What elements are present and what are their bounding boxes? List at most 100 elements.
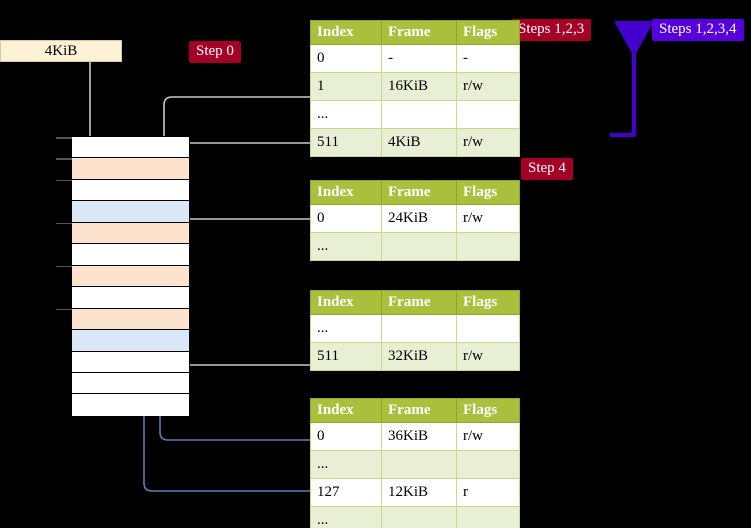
label-steps-1234-text: Steps 1,2,3,4 <box>659 21 737 37</box>
memory-frame-row <box>56 137 189 159</box>
frame-tick-mark <box>56 179 72 182</box>
frame-size-box: 4KiB <box>0 40 122 62</box>
table-cell: - <box>456 44 520 73</box>
column-header-index: Index <box>310 398 382 423</box>
column-header-frame: Frame <box>381 398 457 423</box>
table-row: ... <box>310 232 520 261</box>
table-cell: 24KiB <box>381 204 457 233</box>
label-step-0-text: Step 0 <box>196 43 234 59</box>
memory-frame-row <box>56 158 189 180</box>
memory-frame-row <box>72 201 189 223</box>
table-cell <box>381 450 457 479</box>
table-cell: 511 <box>310 342 382 371</box>
frame-tick-mark <box>56 137 72 139</box>
table-cell: 36KiB <box>381 422 457 451</box>
frame-tick-mark <box>56 222 72 225</box>
table-cell <box>456 100 520 129</box>
connector-table2-to-grid <box>177 218 310 269</box>
memory-frame-row <box>72 372 189 395</box>
label-step-4-text: Step 4 <box>528 160 566 176</box>
table-cell: r/w <box>456 128 520 157</box>
column-header-index: Index <box>310 180 382 205</box>
table-cell: ... <box>310 100 382 129</box>
table-cell: 0 <box>310 422 382 451</box>
memory-frame-row <box>72 287 189 309</box>
table-cell: r/w <box>456 342 520 371</box>
connector-table1b-to-grid <box>177 142 310 172</box>
frame-size-label: 4KiB <box>44 42 78 59</box>
memory-frame-row <box>56 308 189 331</box>
label-steps-123: Steps 1,2,3 <box>511 19 592 41</box>
table-cell: 16KiB <box>381 72 457 101</box>
column-header-index: Index <box>310 20 382 45</box>
table-cell <box>456 506 520 528</box>
label-step-4: Step 4 <box>521 158 573 180</box>
table-cell: ... <box>310 314 382 343</box>
column-header-frame: Frame <box>381 180 457 205</box>
table-row: ... <box>310 100 520 129</box>
column-header-frame: Frame <box>381 290 457 315</box>
table-cell: 4KiB <box>381 128 457 157</box>
table-cell: - <box>381 44 457 73</box>
table-cell: ... <box>310 450 382 479</box>
table-cell: r/w <box>456 204 520 233</box>
label-steps-1234: Steps 1,2,3,4 <box>652 19 744 41</box>
table-cell: 32KiB <box>381 342 457 371</box>
memory-frame-row <box>56 265 189 288</box>
table-cell: r <box>456 478 520 507</box>
table-row: 0-- <box>310 44 520 73</box>
table-cell: r/w <box>456 422 520 451</box>
table-cell: 0 <box>310 44 382 73</box>
memory-frame-row <box>56 179 189 202</box>
table-cell <box>381 506 457 528</box>
table-cell: 12KiB <box>381 478 457 507</box>
table-cell <box>456 232 520 261</box>
label-step-0: Step 0 <box>189 41 241 63</box>
table-row: ... <box>310 314 520 343</box>
table-cell <box>381 314 457 343</box>
table-cell: ... <box>310 506 382 528</box>
table-cell: r/w <box>456 72 520 101</box>
table-row: ... <box>310 450 520 479</box>
table-cell: 127 <box>310 478 382 507</box>
memory-frame-row <box>72 394 189 416</box>
memory-frame-row <box>56 222 189 245</box>
table-cell <box>456 450 520 479</box>
memory-frame-row <box>72 351 189 373</box>
column-header-index: Index <box>310 290 382 315</box>
frame-tick-mark <box>56 308 72 311</box>
column-header-flags: Flags <box>456 290 520 315</box>
frame-tick-mark <box>56 158 72 160</box>
memory-frame-row <box>72 330 189 352</box>
physical-memory-grid <box>56 136 190 416</box>
table-cell: 0 <box>310 204 382 233</box>
steps-1234-bracket-arrow <box>610 21 654 137</box>
column-header-flags: Flags <box>456 180 520 205</box>
table-cell: ... <box>310 232 382 261</box>
column-header-flags: Flags <box>456 398 520 423</box>
connector-table3-to-grid <box>167 325 310 366</box>
table-cell: 1 <box>310 72 382 101</box>
table-cell <box>456 314 520 343</box>
column-header-flags: Flags <box>456 20 520 45</box>
table-row: ... <box>310 506 520 528</box>
table-cell <box>381 100 457 129</box>
memory-frame-row <box>72 244 189 266</box>
label-steps-123-text: Steps 1,2,3 <box>518 21 585 37</box>
column-header-frame: Frame <box>381 20 457 45</box>
table-cell: 511 <box>310 128 382 157</box>
